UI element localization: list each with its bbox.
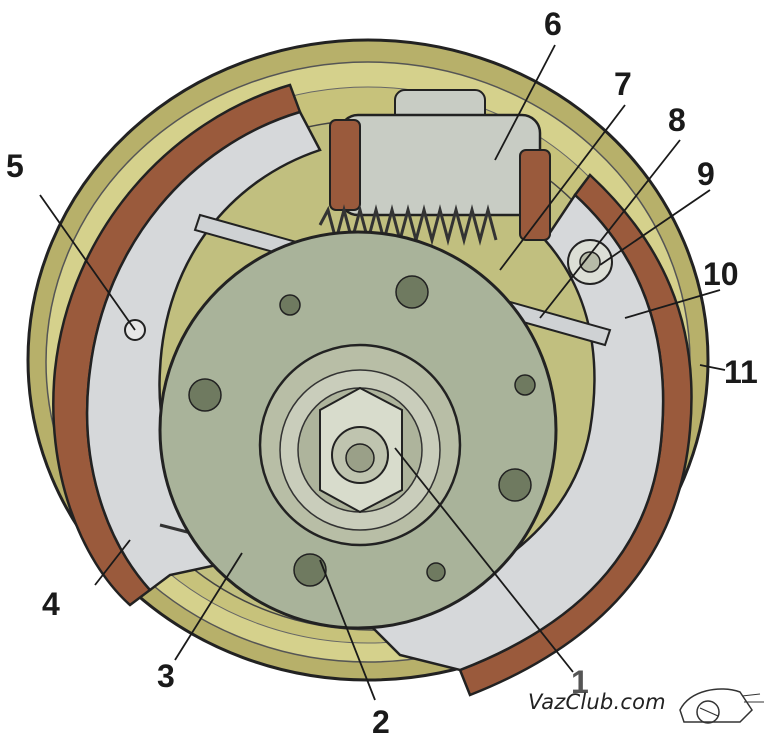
callout-7: 7: [614, 66, 632, 102]
callout-8: 8: [668, 102, 686, 138]
leader-lines: [39, 44, 726, 701]
callout-2: 2: [372, 704, 390, 740]
wheel-cylinder: [329, 89, 551, 241]
callout-6: 6: [544, 6, 562, 42]
hub-nut: [258, 343, 462, 547]
callout-5: 5: [6, 148, 24, 184]
callout-11: 11: [724, 354, 758, 390]
callout-4: 4: [42, 586, 60, 622]
callout-3: 3: [157, 658, 175, 694]
upper-return-spring: [318, 204, 498, 246]
callout-10: 10: [703, 256, 739, 292]
car-logo-icon: [679, 688, 764, 724]
callout-1: 1: [571, 664, 589, 700]
left-brake-shoe: [85, 110, 322, 592]
callout-9: 9: [697, 156, 715, 192]
watermark-text: VazClub.com: [528, 690, 666, 714]
right-brake-shoe: [357, 193, 665, 672]
